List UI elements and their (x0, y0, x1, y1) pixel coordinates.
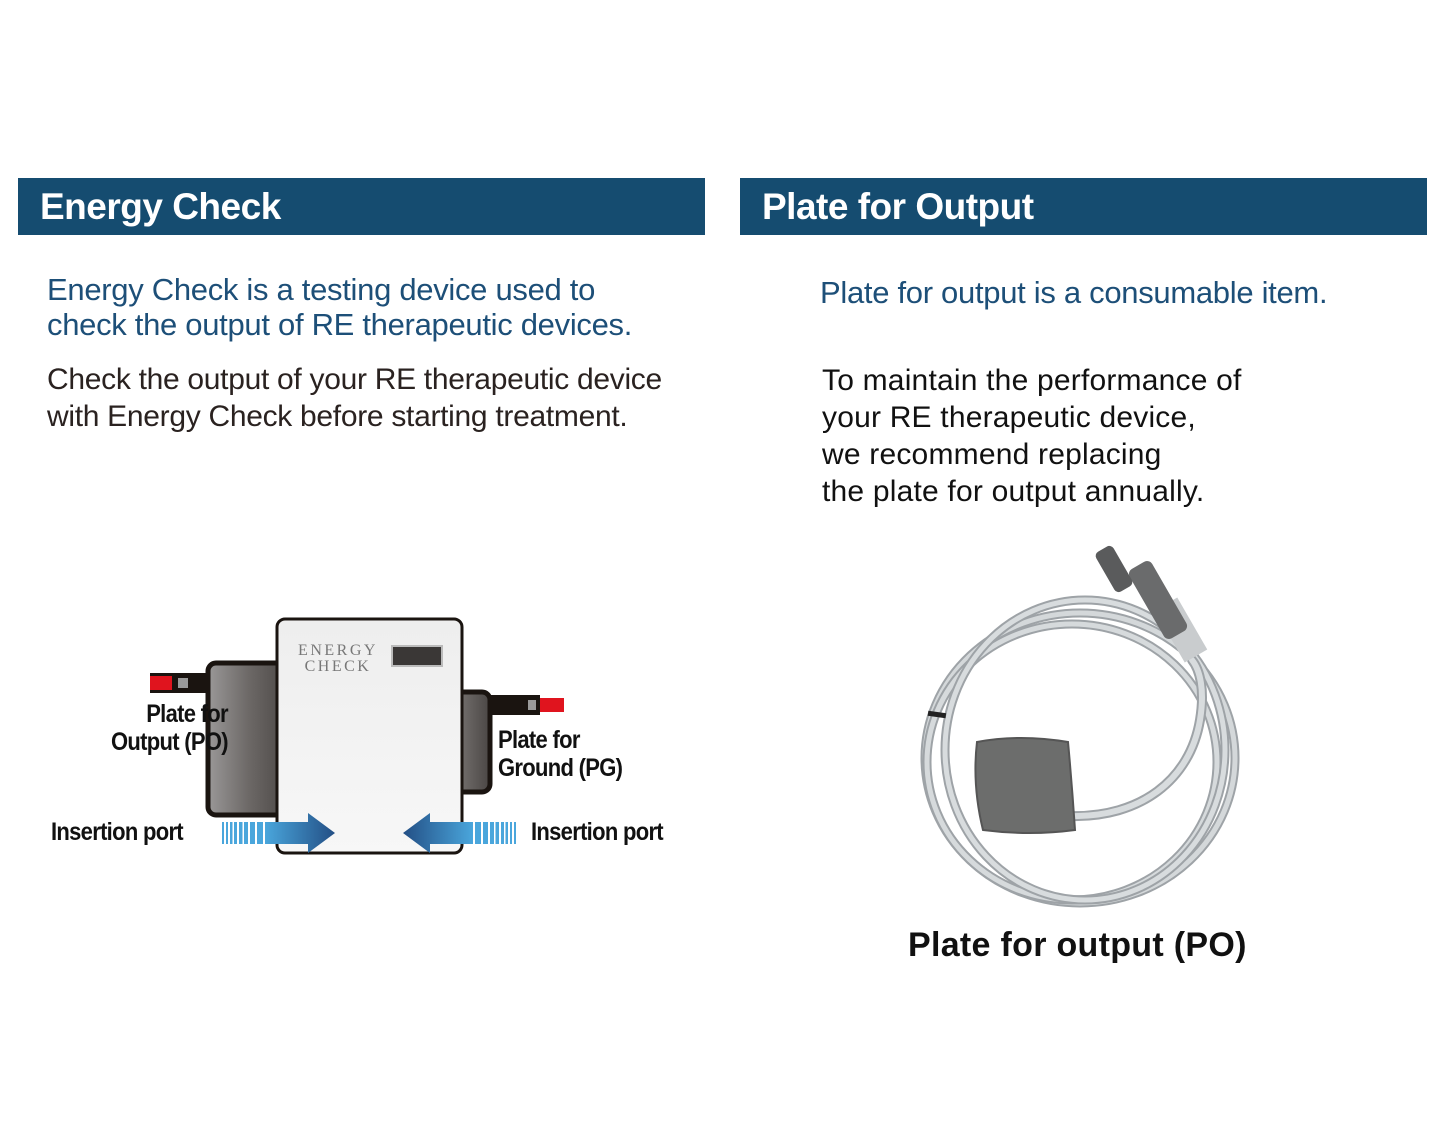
insertion-arrow-left (222, 813, 335, 853)
pad-lead-cable (1065, 655, 1207, 822)
insertion-arrow-right (403, 813, 516, 853)
output-pad (974, 737, 1077, 834)
device-brand-line2: CHECK (305, 658, 372, 675)
energy-check-diagram: ENERGY CHECK (150, 617, 564, 855)
energy-check-body-text: Check the output of your RE therapeutic … (47, 363, 662, 433)
plate-output-caption: Plate for output (PO) (908, 926, 1247, 964)
label-plate-ground: Plate for Ground (PG) (498, 726, 623, 782)
pg-connector-tip (528, 700, 536, 710)
device-display-screen (391, 645, 443, 667)
plate-output-title: Plate for Output (762, 186, 1034, 227)
label-insertion-port-left: Insertion port (51, 818, 184, 846)
energy-check-device (275, 617, 464, 855)
energy-check-title: Energy Check (40, 186, 281, 227)
plate-output-header: Plate for Output (740, 178, 1427, 235)
pg-connector-red (540, 698, 564, 712)
energy-check-lead-text: Energy Check is a testing device used to… (47, 272, 633, 342)
plate-output-body-text: To maintain the performance of your RE t… (822, 364, 1242, 508)
plate-connector (1095, 545, 1208, 663)
cable-tie (927, 710, 947, 719)
po-connector-tip (178, 678, 188, 688)
pg-cable (485, 695, 540, 715)
po-connector-red (150, 676, 172, 690)
plate-output-po (150, 660, 293, 818)
plate-output-image (920, 545, 1240, 908)
label-plate-output: Plate for Output (PO) (111, 700, 229, 756)
label-insertion-port-right: Insertion port (531, 818, 664, 846)
plate-output-lead-text: Plate for output is a consumable item. (820, 275, 1328, 310)
device-brand-line1: ENERGY (298, 642, 378, 659)
energy-check-header: Energy Check (18, 178, 705, 235)
